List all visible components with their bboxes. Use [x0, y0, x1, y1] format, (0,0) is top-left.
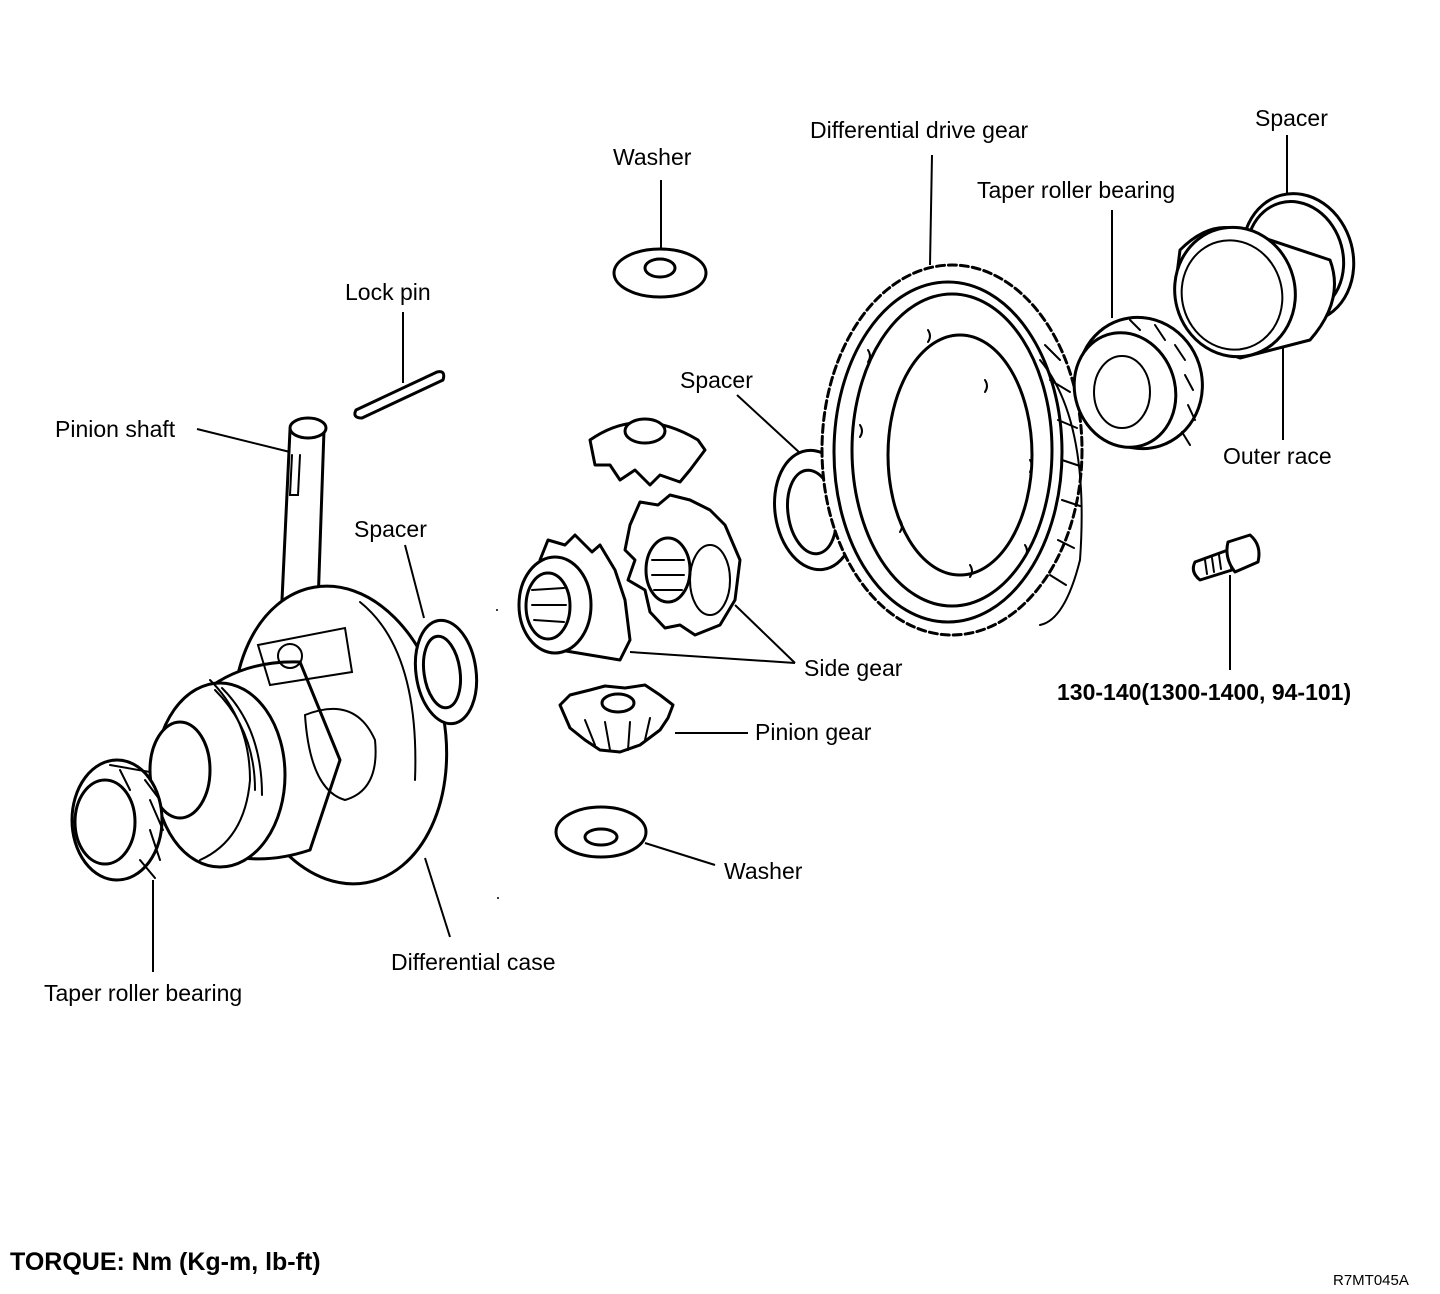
label-lock-pin: Lock pin	[345, 279, 431, 305]
washer-bottom-part	[554, 805, 648, 859]
label-differential-case: Differential case	[391, 949, 556, 975]
pinion-gear-top-part	[588, 417, 707, 487]
speck	[497, 897, 499, 899]
label-pinion-gear: Pinion gear	[755, 719, 872, 745]
label-side-gear: Side gear	[804, 655, 903, 681]
label-spacer-right: Spacer	[1255, 105, 1328, 131]
label-bolt-torque: 130-140(1300-1400, 94-101)	[1057, 679, 1351, 705]
label-spacer-middle: Spacer	[680, 367, 753, 393]
pinion-gear-bottom-part	[558, 683, 675, 754]
label-taper-roller-bearing-left: Taper roller bearing	[44, 980, 242, 1006]
pinion-shaft-part	[280, 416, 328, 607]
taper-roller-bearing-right-part	[1072, 315, 1204, 451]
lock-pin-part	[353, 370, 446, 420]
label-washer-top: Washer	[613, 144, 692, 170]
spacer-left-part	[413, 618, 479, 726]
side-gear-right-part	[623, 493, 742, 637]
side-gear-left-part	[517, 533, 632, 662]
label-differential-drive-gear: Differential drive gear	[810, 117, 1029, 143]
label-washer-bottom: Washer	[724, 858, 803, 884]
label-taper-roller-bearing-right: Taper roller bearing	[977, 177, 1175, 203]
leader-lines	[152, 135, 1288, 972]
taper-roller-bearing-left-part	[70, 758, 164, 882]
label-outer-race: Outer race	[1223, 443, 1332, 469]
differential-case-part	[148, 584, 449, 886]
label-pinion-shaft: Pinion shaft	[55, 416, 176, 442]
washer-top-part	[612, 247, 708, 299]
speck	[496, 609, 498, 611]
label-spacer-left: Spacer	[354, 516, 427, 542]
differential-drive-gear-part	[820, 263, 1084, 637]
figure-code: R7MT045A	[1333, 1272, 1409, 1289]
bolt-part	[1191, 533, 1261, 582]
torque-units-note: TORQUE: Nm (Kg-m, lb-ft)	[10, 1248, 321, 1276]
outer-race-part	[1173, 225, 1336, 360]
